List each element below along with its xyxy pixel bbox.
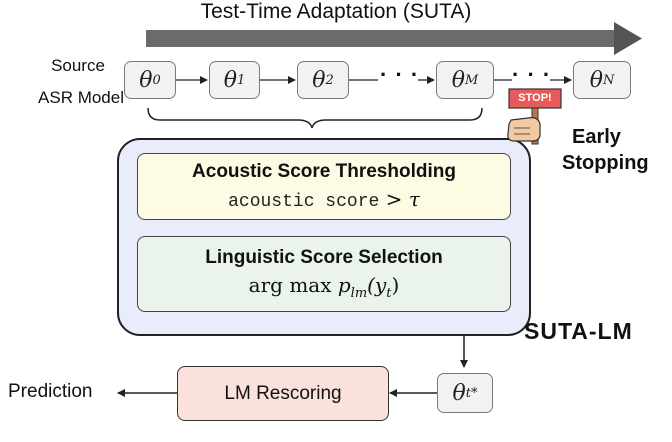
acoustic-formula-op: > [379,187,409,211]
prob-argument-subscript: t [386,286,392,301]
theta-symbol: θ [589,67,603,93]
theta-symbol: θ [451,67,465,93]
prob-argument: (y [367,273,387,297]
theta-2-subscript: 2 [325,72,334,88]
theta-symbol: θ [139,67,153,93]
acoustic-formula-var: τ [408,187,420,211]
acoustic-formula-text: acoustic score [228,192,380,212]
theta-0-subscript: 0 [152,72,161,88]
ellipsis-dots-1: · · · [380,62,420,87]
stop-sign-label: STOP! [518,92,552,104]
theta-symbol: θ [452,380,466,406]
stop-hand-icon [507,88,562,145]
prob-symbol: p [337,273,351,297]
theta-1-subscript: 1 [236,72,246,88]
linguistic-title: Linguistic Score Selection [205,247,443,268]
linguistic-formula: arg max plm(yt) [249,273,400,301]
argmax-text: arg max [248,273,338,297]
chain-brace [147,107,483,129]
lm-rescoring-label: LM Rescoring [224,382,342,404]
theta-symbol: θ [223,67,237,93]
theta-n-subscript: N [602,72,615,88]
asr-model-label: ASR Model [38,88,124,107]
acoustic-title: Acoustic Score Thresholding [192,161,456,182]
suta-lm-label: SUTA-LM [524,318,633,344]
theta-m-subscript: M [464,72,479,88]
prob-close: ) [391,273,400,297]
prediction-label: Prediction [8,381,93,402]
lm-rescoring-box: LM Rescoring [177,366,389,421]
prob-subscript: lm [350,286,368,301]
theta-tstar-subscript: t* [465,385,478,401]
theta-symbol: θ [312,67,326,93]
ellipsis-dots-2: · · · [512,62,552,87]
early-stopping-label: Early [572,126,621,148]
acoustic-thresholding-box: Acoustic Score Thresholding acoustic sco… [137,153,511,220]
source-label: Source [51,56,105,75]
acoustic-formula: acoustic score > τ [228,187,420,212]
adaptation-progress-arrow [146,22,642,55]
linguistic-selection-box: Linguistic Score Selection arg max plm(y… [137,236,511,312]
stopping-label: Stopping [562,152,649,174]
diagram-title: Test-Time Adaptation (SUTA) [200,0,472,23]
